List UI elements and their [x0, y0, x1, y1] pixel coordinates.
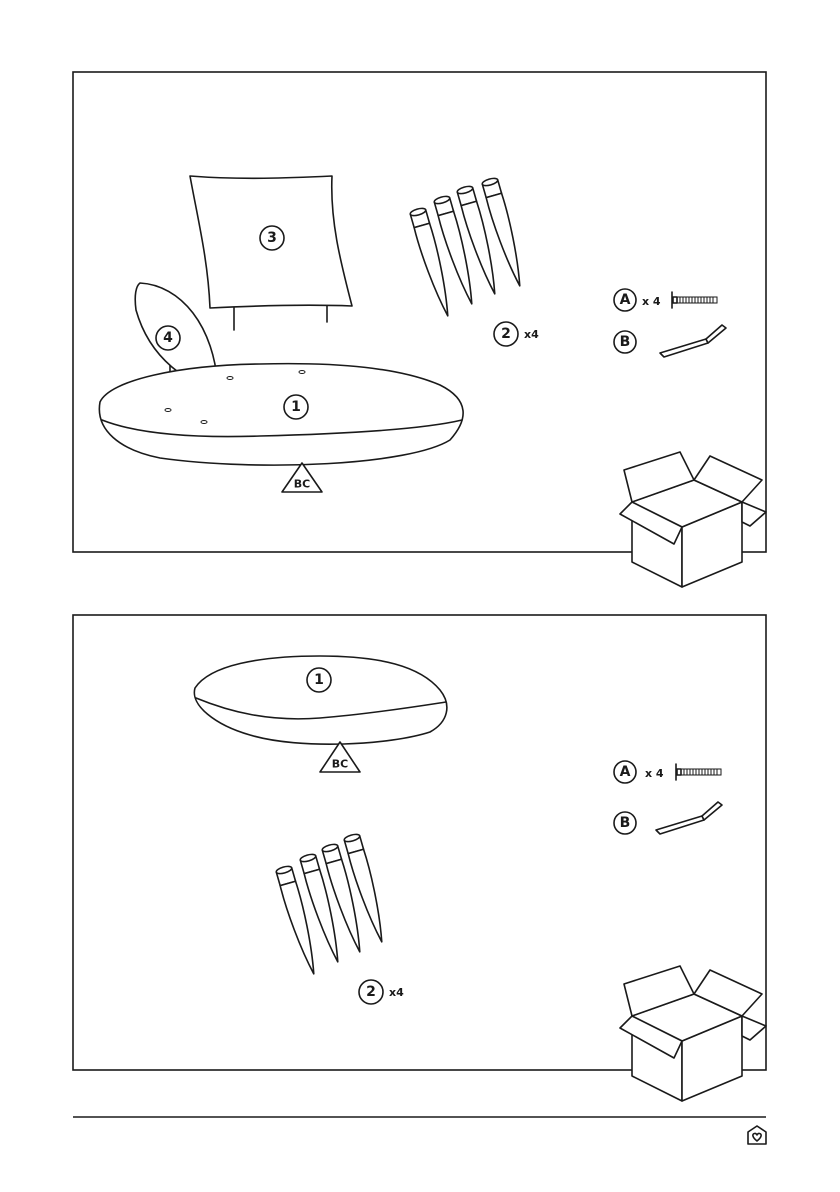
- bc-badge: BC: [320, 742, 360, 772]
- leg-quantity: x4: [389, 986, 404, 999]
- bc-badge-label: BC: [332, 758, 348, 771]
- part-label-backrest: 3: [267, 230, 277, 246]
- hardware-b: B: [614, 802, 722, 834]
- hardware-a-qty: x 4: [645, 767, 664, 780]
- home-heart-icon: [748, 1126, 766, 1144]
- backrest-part: 3: [190, 176, 352, 330]
- part-label-seat: 1: [291, 399, 301, 415]
- bc-badge-label: BC: [294, 478, 310, 491]
- legs-group: 2 x4: [275, 833, 404, 1004]
- hardware-b-label: B: [620, 815, 631, 831]
- part-label-armrest: 4: [163, 330, 173, 346]
- part-label-leg: 2: [501, 326, 511, 342]
- hardware-a-qty: x 4: [642, 295, 661, 308]
- hardware-b: B: [614, 325, 726, 357]
- allen-key-icon: [660, 325, 726, 357]
- legs-group: 2 x4: [409, 177, 539, 346]
- hardware-a-label: A: [620, 292, 631, 308]
- part-label-seat: 1: [314, 672, 324, 688]
- hardware-a-label: A: [620, 764, 631, 780]
- hardware-b-label: B: [620, 334, 631, 350]
- box-icon: [620, 966, 766, 1101]
- seat-part: 1: [99, 364, 463, 465]
- bc-badge: BC: [282, 463, 322, 492]
- box-icon: [620, 452, 766, 587]
- bolt-icon: [676, 764, 721, 780]
- hardware-a: A x 4: [614, 761, 721, 783]
- leg-quantity: x4: [524, 328, 539, 341]
- hardware-a: A x 4: [614, 289, 717, 311]
- part-label-leg: 2: [366, 984, 376, 1000]
- allen-key-icon: [656, 802, 722, 834]
- bolt-icon: [672, 292, 717, 308]
- seat-part: 1: [194, 656, 446, 744]
